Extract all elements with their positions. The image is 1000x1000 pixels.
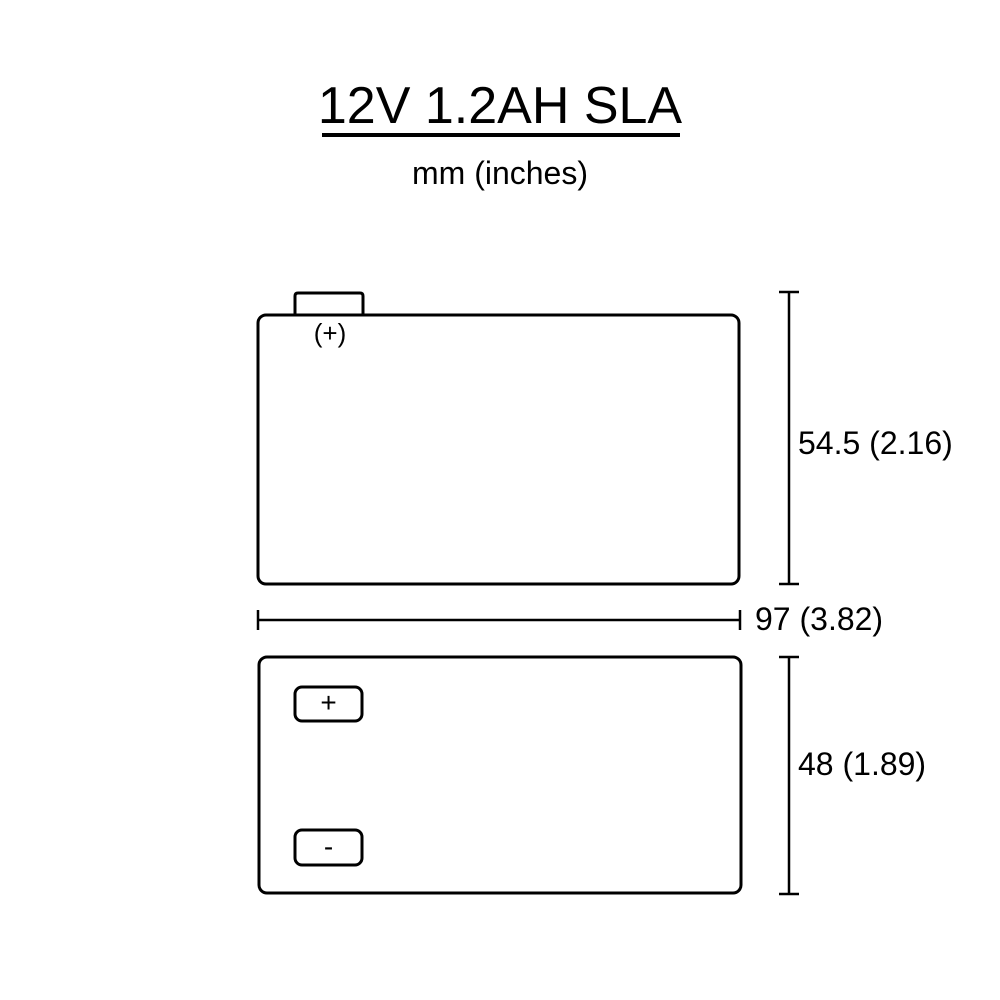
side-terminal-label: (+) [313, 318, 347, 348]
positive-terminal-symbol: + [320, 687, 337, 718]
side-view-battery-body [256, 313, 741, 586]
top-view-battery-body [257, 655, 743, 895]
width-dimension-line [256, 610, 742, 630]
width-dimension-label: 97 (3.82) [755, 601, 884, 637]
negative-terminal-symbol: - [323, 831, 334, 862]
diagram-title: 12V 1.2AH SLA [317, 77, 683, 135]
height-dimension-label: 54.5 (2.16) [798, 425, 953, 461]
side-view-terminal-tab [293, 291, 365, 315]
depth-dimension-label: 48 (1.89) [798, 746, 927, 782]
negative-terminal-box [293, 828, 364, 867]
title-underline [322, 133, 680, 137]
depth-dimension-line [779, 655, 799, 896]
height-dimension-line [779, 290, 799, 586]
units-label: mm (inches) [411, 155, 588, 191]
positive-terminal-box [293, 685, 364, 723]
